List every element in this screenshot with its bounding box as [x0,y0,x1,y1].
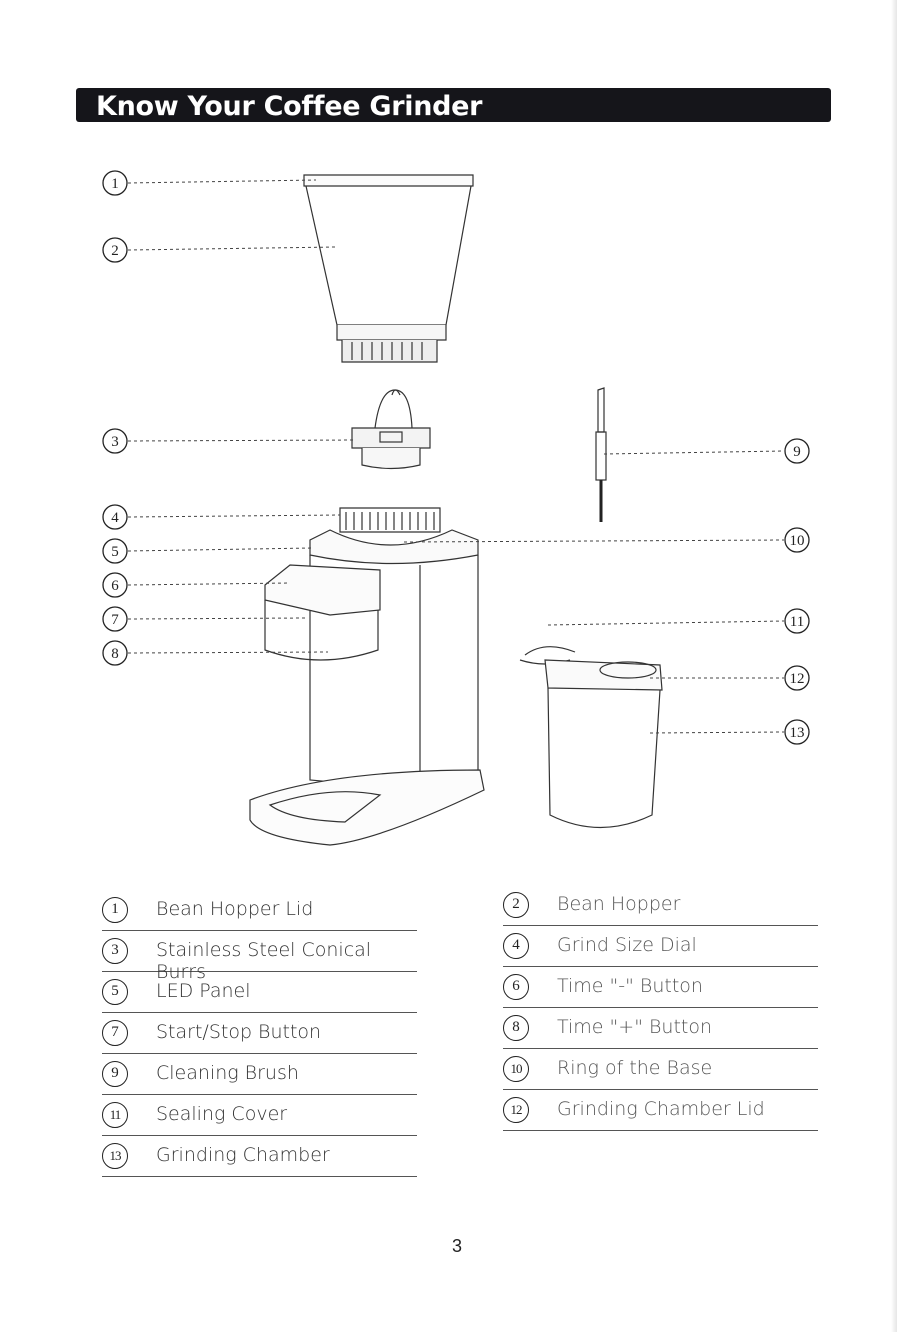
legend-item: 10 Ring of the Base [503,1050,818,1090]
parts-legend-left: 1 Bean Hopper Lid 3 Stainless Steel Coni… [102,891,417,1178]
svg-text:3: 3 [111,434,119,450]
callout-6: 6 [103,573,127,597]
legend-label: Time "+" Button [557,1016,712,1038]
conical-burr-illustration [352,390,430,469]
legend-label: Grind Size Dial [557,934,697,956]
svg-text:13: 13 [790,725,805,741]
grinding-chamber-illustration [520,647,662,828]
svg-text:9: 9 [793,444,801,460]
legend-item: 13 Grinding Chamber [102,1137,417,1177]
callout-13: 13 [785,720,809,744]
callout-3: 3 [103,429,127,453]
legend-number: 3 [102,938,128,964]
callout-2: 2 [103,238,127,262]
legend-label: LED Panel [156,980,251,1002]
legend-item: 8 Time "+" Button [503,1009,818,1049]
legend-label: Grinding Chamber Lid [557,1098,765,1120]
grinder-exploded-diagram: 1 2 3 4 5 6 7 8 9 10 11 12 13 [0,0,897,880]
svg-text:8: 8 [111,646,119,662]
legend-item: 4 Grind Size Dial [503,927,818,967]
callout-10: 10 [785,528,809,552]
legend-item: 2 Bean Hopper [503,886,818,926]
legend-label: Sealing Cover [156,1103,287,1125]
legend-item: 11 Sealing Cover [102,1096,417,1136]
legend-number: 11 [102,1102,128,1128]
legend-label: Bean Hopper [557,893,680,915]
legend-number: 2 [503,892,529,918]
legend-number: 5 [102,979,128,1005]
callout-8: 8 [103,641,127,665]
legend-number: 6 [503,974,529,1000]
page-edge-shadow [891,0,897,1332]
legend-number: 4 [503,933,529,959]
svg-text:1: 1 [111,176,119,192]
legend-label: Bean Hopper Lid [156,898,313,920]
svg-text:6: 6 [111,578,119,594]
svg-text:2: 2 [111,243,119,259]
legend-item: 9 Cleaning Brush [102,1055,417,1095]
bean-hopper-illustration [304,175,473,362]
cleaning-brush-illustration [596,388,606,522]
parts-legend-right: 2 Bean Hopper 4 Grind Size Dial 6 Time "… [503,886,818,1132]
svg-text:7: 7 [111,612,119,628]
svg-text:11: 11 [790,614,804,630]
legend-number: 1 [102,897,128,923]
legend-number: 10 [503,1056,529,1082]
callout-4: 4 [103,505,127,529]
legend-label: Grinding Chamber [156,1144,330,1166]
legend-item: 7 Start/Stop Button [102,1014,417,1054]
callout-11: 11 [785,609,809,633]
callout-leaders [128,180,784,733]
legend-item: 12 Grinding Chamber Lid [503,1091,818,1131]
callout-7: 7 [103,607,127,631]
legend-number: 7 [102,1020,128,1046]
svg-text:12: 12 [790,671,805,687]
legend-item: 3 Stainless Steel Conical Burrs [102,932,417,972]
legend-item: 1 Bean Hopper Lid [102,891,417,931]
legend-label: Start/Stop Button [156,1021,321,1043]
legend-label: Time "-" Button [557,975,703,997]
svg-text:5: 5 [111,544,119,560]
legend-number: 13 [102,1143,128,1169]
legend-number: 12 [503,1097,529,1123]
legend-item: 6 Time "-" Button [503,968,818,1008]
callout-numbers: 1 2 3 4 5 6 7 8 9 10 11 12 13 [103,171,809,744]
callout-9: 9 [785,439,809,463]
grinder-body-illustration [250,508,484,845]
legend-label: Cleaning Brush [156,1062,299,1084]
legend-label: Ring of the Base [557,1057,712,1079]
legend-number: 9 [102,1061,128,1087]
svg-text:4: 4 [111,510,119,526]
page-number: 3 [452,1236,462,1257]
callout-5: 5 [103,539,127,563]
legend-item: 5 LED Panel [102,973,417,1013]
callout-12: 12 [785,666,809,690]
legend-number: 8 [503,1015,529,1041]
svg-text:10: 10 [790,533,805,549]
callout-1: 1 [103,171,127,195]
